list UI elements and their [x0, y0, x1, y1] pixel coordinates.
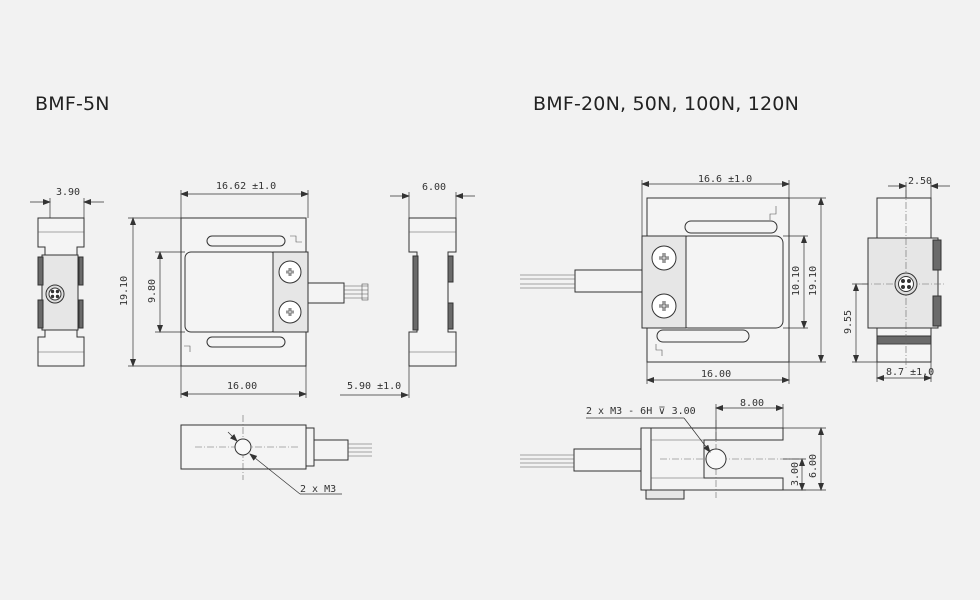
- dim-inner-height: 9.80: [147, 251, 185, 333]
- title-bmf-20n-120n: BMF-20N, 50N, 100N, 120N: [533, 93, 799, 115]
- dim-depth-label: 6.00: [422, 182, 446, 193]
- dim-r-front-width-top: 16.6 ±1.0: [641, 174, 790, 236]
- bmf20n-front-view: [520, 197, 790, 363]
- dim-front-height: 19.10: [119, 217, 181, 367]
- dim-r-side-width-bottom: 8.7 ±1.0: [876, 362, 934, 382]
- dim-r-top-height-outer-label: 6.00: [808, 454, 819, 478]
- bmf20n-side-view: [862, 190, 945, 370]
- dim-r-side-width-top: 2.50: [888, 176, 950, 198]
- dim-r-front-height-label: 19.10: [808, 266, 819, 296]
- dim-r-front-width-bottom: 16.00: [646, 362, 790, 384]
- dim-r-top-height-inner: 3.00: [783, 458, 806, 491]
- dim-side-width-label: 3.90: [56, 187, 80, 198]
- dim-front-height-label: 19.10: [119, 276, 130, 306]
- dim-side-width: 3.90: [30, 187, 104, 218]
- bmf5n-top-view: 2 x M3: [180, 415, 372, 495]
- dim-thread-label: 2 x M3: [300, 484, 336, 495]
- dim-r-side-width-bottom-label: 8.7 ±1.0: [886, 367, 934, 378]
- bmf20n-top-view: 2 x M3 - 6H ⊽ 3.00: [520, 406, 800, 500]
- dim-front-width-top: 16.62 ±1.0: [180, 181, 309, 218]
- dim-r-top-width-label: 8.00: [740, 398, 764, 409]
- dim-r-side-height-label: 9.55: [843, 310, 854, 334]
- dim-r-inner-height: 10.10: [783, 235, 808, 329]
- bmf5n-end-view: [408, 217, 457, 367]
- dim-front-width-top-label: 16.62 ±1.0: [216, 181, 276, 192]
- dim-cable-length: 5.90 ±1.0: [340, 366, 410, 398]
- dim-depth: 6.00: [390, 182, 475, 218]
- bmf5n-front-view: [180, 217, 369, 367]
- dim-r-top-width: 8.00: [715, 398, 784, 440]
- dim-cable-length-label: 5.90 ±1.0: [347, 381, 401, 392]
- dim-r-inner-height-label: 10.10: [791, 266, 802, 296]
- dim-r-top-height-inner-label: 3.00: [790, 462, 801, 486]
- dim-front-width-bottom-label: 16.00: [227, 381, 257, 392]
- dim-r-top-height-outer: 6.00: [783, 427, 826, 491]
- dim-r-front-width-top-label: 16.6 ±1.0: [698, 174, 752, 185]
- dim-r-thread-label: 2 x M3 - 6H ⊽ 3.00: [586, 406, 696, 417]
- dim-front-width-bottom: 16.00: [180, 366, 307, 398]
- dim-r-front-height: 19.10: [789, 197, 826, 363]
- dim-r-side-height: 9.55: [843, 283, 877, 363]
- dim-r-front-width-bottom-label: 16.00: [701, 369, 731, 380]
- dim-r-side-width-top-label: 2.50: [908, 176, 932, 187]
- title-bmf-5n: BMF-5N: [35, 93, 110, 115]
- dim-inner-height-label: 9.80: [147, 279, 158, 303]
- bmf5n-side-view: [37, 217, 85, 367]
